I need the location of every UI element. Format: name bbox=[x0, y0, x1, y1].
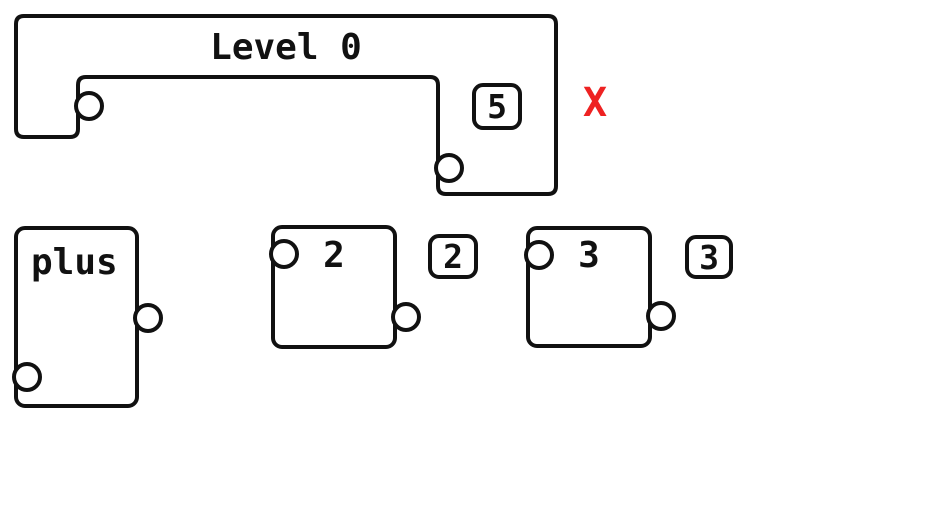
piece-2-outline[interactable] bbox=[271, 225, 397, 349]
piece-plus-tab-connector bbox=[133, 303, 163, 333]
level-block-tab-connector bbox=[74, 91, 104, 121]
piece-2[interactable] bbox=[269, 225, 421, 349]
piece-3-value-badge: 3 bbox=[685, 235, 733, 279]
piece-3-tab-connector bbox=[646, 301, 676, 331]
piece-2-tab-connector bbox=[391, 302, 421, 332]
level-block-socket-connector bbox=[434, 153, 464, 183]
piece-2-value-badge: 2 bbox=[428, 234, 478, 279]
error-x-marker: X bbox=[582, 80, 608, 126]
piece-2-socket-connector bbox=[269, 239, 299, 269]
level-block-outline[interactable] bbox=[14, 14, 558, 196]
piece-3[interactable] bbox=[524, 226, 676, 348]
piece-3-outline[interactable] bbox=[526, 226, 652, 348]
level-value-badge: 5 bbox=[472, 83, 522, 130]
piece-3-socket-connector bbox=[524, 240, 554, 270]
piece-plus-socket-connector bbox=[12, 362, 42, 392]
level-block[interactable] bbox=[14, 14, 558, 196]
piece-plus[interactable] bbox=[12, 226, 163, 408]
